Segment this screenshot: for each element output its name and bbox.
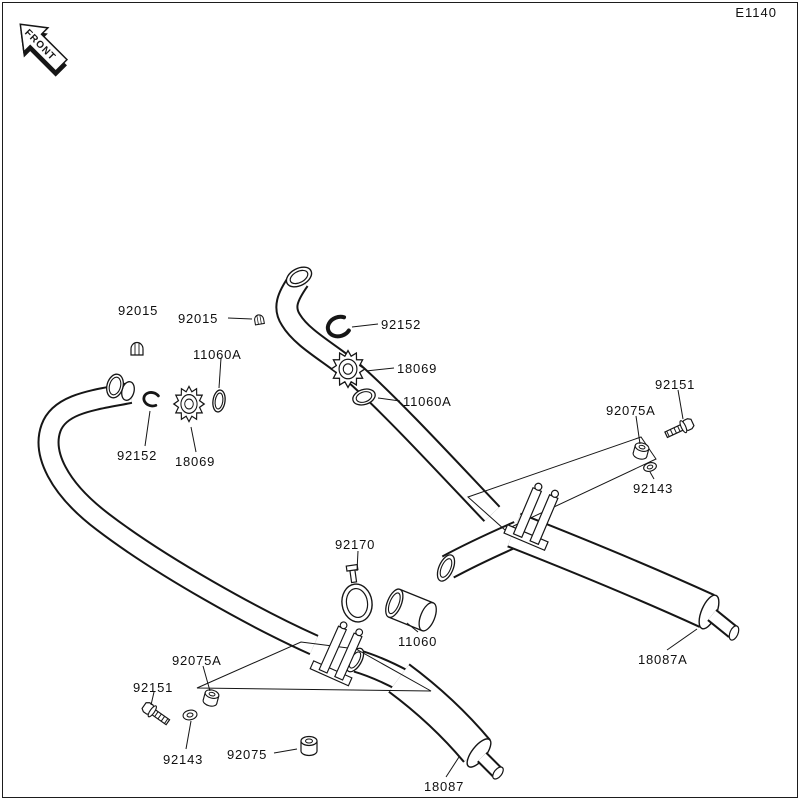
damper-92075a-right [632, 442, 650, 460]
part-label: 92015 [178, 311, 219, 326]
front-arrow-icon: FRONT [19, 23, 69, 77]
right-bracket-outline [467, 436, 657, 531]
sheet-code: E1140 [735, 5, 777, 20]
part-label: 92075A [606, 403, 656, 418]
clamp-92170 [341, 563, 373, 623]
bolt-92151-bottom [139, 699, 173, 729]
part-label: 92151 [655, 377, 696, 392]
acorn-nut-92015-left [130, 341, 144, 356]
part-label: 11060A [193, 347, 242, 362]
lower-muffler [345, 647, 504, 780]
part-label: 92075 [227, 747, 268, 762]
oring-11060a-left [212, 389, 226, 413]
sleeve-11060 [385, 588, 437, 632]
right-muffler [436, 512, 740, 641]
leader-lines [144, 317, 698, 778]
clip-92152-top [325, 314, 351, 339]
part-label: 18069 [397, 361, 438, 376]
part-label: 11060 [398, 634, 438, 649]
lower-header-pipe [37, 373, 319, 656]
gear-collar-18069-left [173, 385, 205, 423]
part-label: 92170 [335, 537, 376, 552]
washer-92143-bottom [182, 709, 198, 721]
upper-header-pipe [275, 266, 501, 522]
part-label: 92015 [118, 303, 159, 318]
part-label: 92152 [381, 317, 422, 332]
washer-92143-right [643, 462, 657, 472]
part-label: 18087A [638, 652, 688, 667]
part-label: 92151 [133, 680, 174, 695]
part-label: 92143 [163, 752, 204, 767]
part-label: 18087 [424, 779, 465, 794]
oring-11060a-top [352, 388, 376, 406]
grommet-92075 [300, 735, 318, 757]
part-label: 11060A [403, 394, 452, 409]
part-label: 92143 [633, 481, 674, 496]
bolt-92151-right [662, 415, 696, 442]
damper-92075a-bottom [202, 689, 220, 707]
clip-92152-left [142, 391, 160, 408]
acorn-nut-92015-top [254, 314, 265, 326]
part-label: 92152 [117, 448, 158, 463]
part-label: 18069 [175, 454, 216, 469]
gear-collar-18069-top [330, 349, 366, 389]
part-label: 92075A [172, 653, 222, 668]
